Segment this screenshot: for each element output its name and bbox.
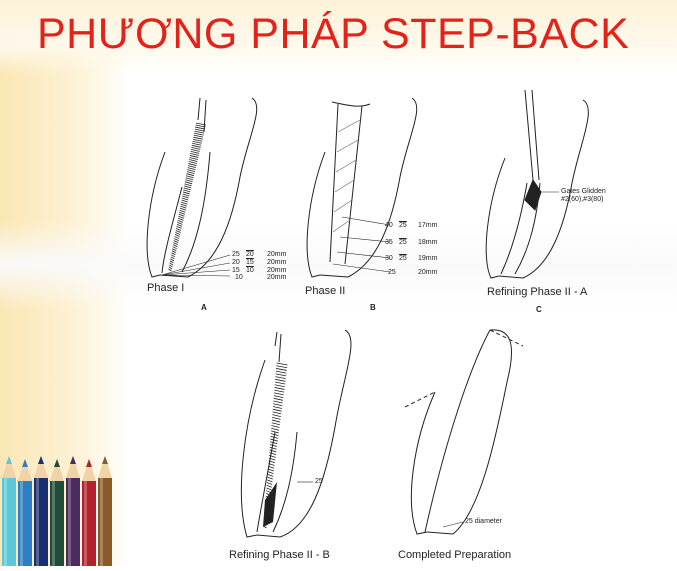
- panel-phase-2: 40 25 17mm 35 25 18mm 30 25 19mm 25 20mm…: [300, 92, 460, 312]
- tooth-drawing-d: [240, 329, 352, 538]
- panel-caption: Completed Preparation: [398, 549, 512, 561]
- pencil-3: [34, 456, 48, 566]
- measurement-a-3-marker: 10: [246, 267, 254, 274]
- panel-refining-phase-2b: 25 Refining Phase II - B: [225, 322, 395, 566]
- tooth-drawing-b: [306, 97, 418, 278]
- tooth-drawing-c: [485, 89, 589, 279]
- tooth-drawing-e: [404, 329, 524, 535]
- panel-caption: Refining Phase II - B: [229, 549, 330, 561]
- panel-refining-phase-2a: Gates Glidden #2(60),#3(80) Refining Pha…: [475, 88, 665, 318]
- diameter-label: 25 diameter: [465, 518, 502, 525]
- measurement-b-4-file: 25: [388, 269, 396, 276]
- panel-letter: B: [370, 303, 376, 312]
- panel-caption: Phase I: [147, 282, 185, 294]
- panel-caption: Phase II: [305, 285, 346, 297]
- measurement-b-2-length: 18mm: [418, 239, 438, 246]
- panel-caption: Refining Phase II - A: [487, 286, 588, 298]
- pencil-2: [18, 459, 32, 566]
- tooth-drawing-a: [146, 97, 258, 278]
- gates-glidden-sizes: #2(60),#3(80): [561, 196, 604, 203]
- measurement-a-1-length: 20mm: [267, 251, 287, 258]
- measurement-b-1-marker: 25: [399, 222, 407, 229]
- file-size-label: 25: [315, 478, 323, 485]
- measurement-a-4-file: 10: [235, 274, 243, 281]
- measurement-a-1-marker: 20: [246, 251, 254, 258]
- pencil-5: [66, 456, 80, 566]
- measurement-b-2-file: 35: [385, 239, 393, 246]
- measurement-a-2-marker: 15: [246, 259, 254, 266]
- measurement-b-4-length: 20mm: [418, 269, 438, 276]
- gates-glidden-label: Gates Glidden: [561, 188, 606, 195]
- panel-letter: C: [536, 305, 542, 314]
- panel-completed-preparation: 25 diameter Completed Preparation: [395, 322, 565, 566]
- measurement-a-2-file: 20: [232, 259, 240, 266]
- panel-phase-1: 25 20 20mm 20 15 20mm 15 10 20mm 10 20mm…: [140, 92, 300, 312]
- measurement-a-3-file: 15: [232, 267, 240, 274]
- pencil-4: [50, 459, 64, 566]
- measurement-b-3-marker: 25: [399, 255, 407, 262]
- pencils-illustration: [2, 456, 112, 566]
- measurement-a-4-length: 20mm: [267, 274, 287, 281]
- background-top-texture: [0, 0, 677, 75]
- measurement-b-1-length: 17mm: [418, 222, 438, 229]
- measurement-a-1-file: 25: [232, 251, 240, 258]
- pencil-6: [82, 459, 96, 566]
- measurement-b-3-length: 19mm: [418, 255, 438, 262]
- panel-letter: A: [201, 303, 207, 312]
- measurement-b-2-marker: 25: [399, 239, 407, 246]
- measurement-a-3-length: 20mm: [267, 267, 287, 274]
- slide-title: PHƯƠNG PHÁP STEP-BACK: [37, 10, 630, 58]
- measurement-a-2-length: 20mm: [267, 259, 287, 266]
- pencil-1: [2, 456, 16, 566]
- measurement-b-1-file: 40: [385, 222, 393, 229]
- pencil-7: [98, 456, 112, 566]
- measurement-b-3-file: 30: [385, 255, 393, 262]
- pencils-decoration: [0, 452, 115, 571]
